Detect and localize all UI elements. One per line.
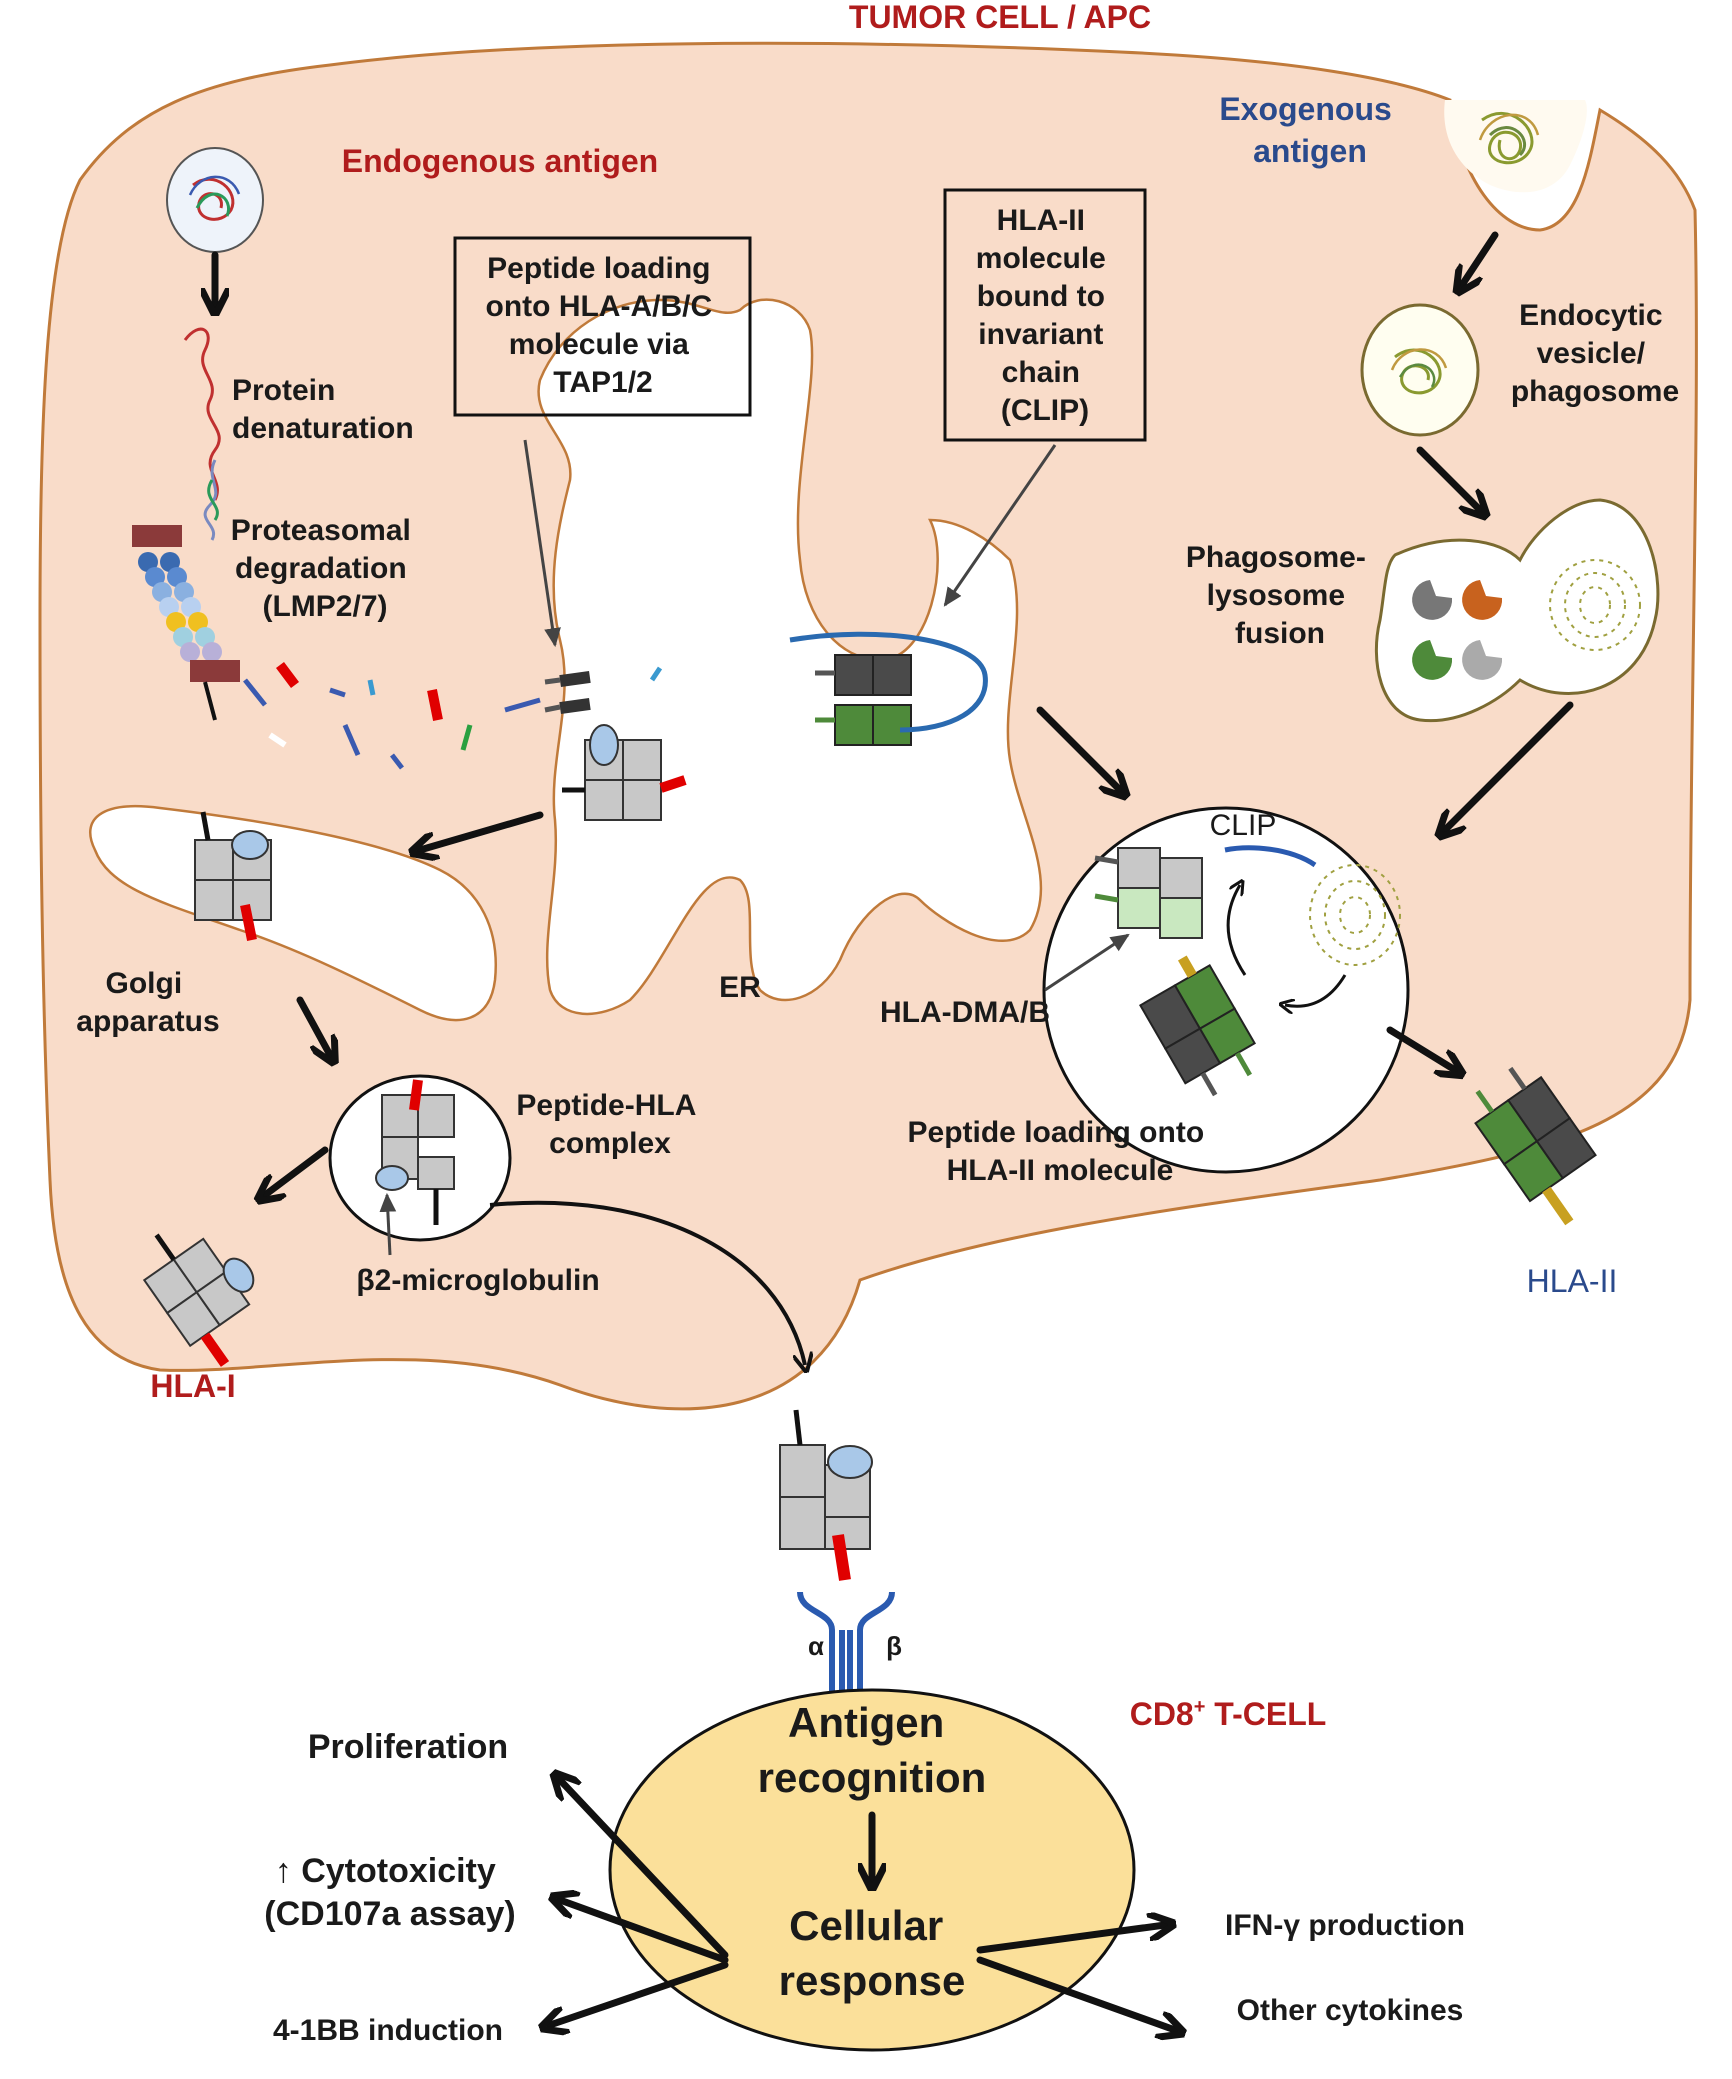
exogenous-antigen-particle: [1478, 112, 1540, 165]
arrow-vesicle-to-tcell: [489, 1200, 805, 1365]
pointer-arrows: [379, 439, 1130, 1256]
golgi-label: Golgi apparatus: [76, 967, 219, 1038]
peptide-loading-box: [453, 236, 752, 417]
proteasome-subunit: [173, 627, 193, 647]
peptide-loading-label: Peptide loading onto HLA-A/B/C molecule …: [486, 252, 721, 399]
pathway-arrows: [215, 231, 1574, 2030]
exogenous-title: Exogenous antigen: [1219, 91, 1400, 169]
endocytic-label: Endocytic vesicle/ phagosome: [1511, 299, 1679, 408]
peptide-loading-hla2-label: Peptide loading onto HLA-II molecule: [908, 1116, 1213, 1187]
ifn-gamma-label: IFN-γ production: [1225, 1909, 1465, 1942]
arrow-to-41bb: [550, 1961, 729, 2025]
endosome-degraded-fragments: [1309, 864, 1401, 966]
endocytic-vesicle: [1360, 303, 1480, 437]
hla-ii-surface: [1474, 1066, 1597, 1226]
denatured-protein-strand-3: [207, 479, 219, 521]
denatured-protein-strand: [183, 327, 221, 501]
hla-i-in-golgi: [194, 811, 272, 941]
proteasome-subunit: [174, 582, 194, 602]
t-cell-receptor: [797, 1591, 895, 1700]
proteasome: [132, 525, 240, 721]
proteasome-subunit: [166, 612, 186, 632]
hla-ii-clip-label: HLA-II molecule bound to invariant chain…: [976, 204, 1114, 427]
exchange-arrow-down: [1285, 974, 1347, 1006]
arrow-endosome-to-surface: [1386, 1026, 1455, 1070]
arrow-vesicle-to-fusion: [1416, 446, 1480, 510]
arrow-to-ifn: [976, 1925, 1165, 1954]
proteasome-subunit: [202, 642, 222, 662]
title-tumor-cell: TUMOR CELL / APC: [849, 0, 1151, 35]
proteasomal-label: Proteasomal degradation (LMP2/7): [231, 514, 419, 623]
proteasome-subunit: [145, 567, 165, 587]
denatured-protein-strand-2: [203, 459, 218, 541]
tap-transporter: [544, 670, 591, 715]
arrow-to-proliferation: [560, 1780, 729, 1959]
hla-ii-loaded: [1138, 955, 1257, 1097]
exogenous-particle-membrane: [1444, 100, 1587, 193]
proteasome-subunit: [152, 582, 172, 602]
protein-denaturation-label: Protein denaturation: [232, 374, 414, 445]
exchange-arrow-up: [1226, 885, 1247, 976]
hla-dma-label: HLA-DMA/B: [880, 996, 1050, 1029]
endogenous-protein-vesicle: [166, 147, 264, 253]
hla-ii-invariant-chain: [789, 631, 988, 746]
antigen-recognition-label: Antigen recognition: [758, 1699, 987, 1801]
er-label: ER: [719, 971, 761, 1004]
clip-label: CLIP: [1210, 809, 1277, 842]
proteasome-subunit: [188, 612, 208, 632]
cellular-response-label: Cellular response: [779, 1902, 966, 2004]
proteasome-subunit: [167, 567, 187, 587]
peptide-hla-label: Peptide-HLA complex: [516, 1089, 703, 1160]
arrow-to-other: [976, 1956, 1175, 2030]
endocytosed-antigen: [1390, 348, 1448, 395]
b2m-label: β2-microglobulin: [356, 1264, 599, 1297]
hla-i-in-er: [562, 724, 687, 821]
arrow-er-to-endosome: [1036, 706, 1120, 790]
arrow-vesicle-to-membrane: [265, 1146, 329, 1195]
proteasome-subunit: [159, 597, 179, 617]
cd8-t-cell-label: CD8+ T-CELL: [1130, 1696, 1327, 1732]
degraded-antigen-fragments: [1549, 559, 1641, 651]
arrow-golgi-to-vesicle: [296, 996, 330, 1055]
other-cytokines-label: Other cytokines: [1237, 1994, 1464, 2027]
folded-protein: [188, 175, 241, 221]
proteasome-subunit: [195, 627, 215, 647]
fusion-label: Phagosome- lysosome fusion: [1186, 541, 1374, 650]
arrow-fusion-to-endosome: [1445, 701, 1574, 830]
proteasome-subunit: [180, 642, 200, 662]
golgi-apparatus: [89, 805, 497, 1022]
endogenous-title: Endogenous antigen: [342, 143, 658, 179]
proteasome-subunit: [138, 552, 158, 572]
hla-i-presenting: [779, 1409, 873, 1581]
four-1bb-label: 4-1BB induction: [273, 2014, 503, 2047]
hla-ii-with-clip: [1094, 847, 1203, 939]
proteasome-subunit: [160, 552, 180, 572]
arrow-to-cytotoxicity: [560, 1900, 729, 1964]
tcr-beta-label: β: [886, 1631, 902, 1661]
tcr-alpha-label: α: [808, 1631, 824, 1661]
hla-ii-clip-box: [943, 188, 1147, 442]
hla-i-surface: [142, 1233, 255, 1367]
proliferation-label: Proliferation: [308, 1728, 508, 1766]
peptide-fragments: [243, 662, 663, 770]
hla-ii-label: HLA-II: [1527, 1263, 1618, 1299]
lysosome-enzymes: [1412, 580, 1503, 680]
cytotoxicity-label: ↑ Cytotoxicity (CD107a assay): [264, 1852, 515, 1933]
hla-i-in-vesicle: [375, 1079, 455, 1225]
arrow-er-to-golgi: [420, 811, 544, 850]
proteasome-subunit: [181, 597, 201, 617]
hla-i-label: HLA-I: [150, 1368, 235, 1404]
arrow-exo-to-vesicle: [1462, 231, 1499, 285]
endoplasmic-reticulum: [537, 298, 1043, 1016]
clip-fragment: [1224, 845, 1317, 868]
